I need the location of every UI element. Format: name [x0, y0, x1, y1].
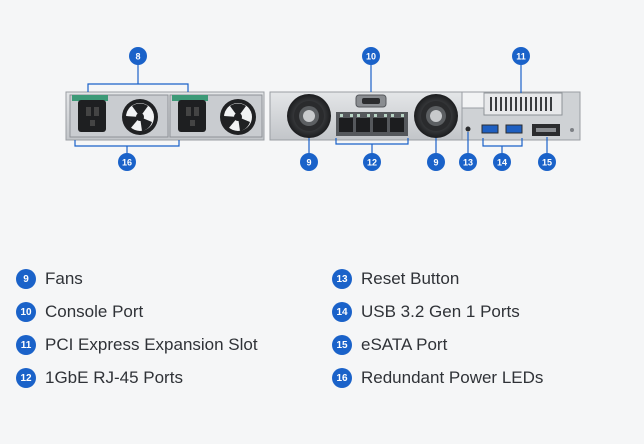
svg-text:15: 15 [542, 158, 552, 168]
legend-label: 1GbE RJ-45 Ports [45, 368, 183, 387]
callout-badge-10: 10 [362, 47, 380, 65]
svg-text:16: 16 [122, 158, 132, 168]
fan-icon [414, 94, 458, 138]
power-socket-icon [178, 100, 206, 132]
power-supply-bay [65, 91, 265, 141]
svg-text:9: 9 [433, 158, 438, 168]
power-supply-1 [69, 94, 169, 138]
svg-text:13: 13 [463, 158, 473, 168]
rj45-port-icon [373, 118, 387, 132]
legend-item-usb-ports: 14 USB 3.2 Gen 1 Ports [332, 301, 520, 323]
power-socket-icon [78, 100, 106, 132]
usb-port-icon [505, 124, 523, 134]
callout-badge-14: 14 [493, 153, 511, 171]
legend-badge: 16 [332, 368, 352, 388]
legend-label: Redundant Power LEDs [361, 368, 544, 387]
legend-label: eSATA Port [361, 335, 448, 354]
svg-text:10: 10 [366, 52, 376, 62]
rj45-port-group [336, 112, 408, 136]
callout-badge-12: 12 [363, 153, 381, 171]
svg-text:9: 9 [306, 158, 311, 168]
usb-port-icon [481, 124, 499, 134]
legend-label: Console Port [45, 302, 144, 321]
svg-text:14: 14 [497, 158, 507, 168]
legend-item-rj45-ports: 12 1GbE RJ-45 Ports [16, 367, 183, 389]
callout-badge-11: 11 [512, 47, 530, 65]
legend-badge: 11 [16, 335, 36, 355]
svg-text:12: 12 [367, 158, 377, 168]
reset-button-icon [465, 126, 471, 132]
rj45-port-icon [339, 118, 353, 132]
legend-badge: 15 [332, 335, 352, 355]
legend-badge: 10 [16, 302, 36, 322]
nas-rear-panel-diagram: 8 10 11 9 12 9 13 14 15 16 [65, 47, 581, 171]
svg-text:8: 8 [135, 52, 140, 62]
callout-badge-9-left: 9 [300, 153, 318, 171]
legend-label: Fans [45, 269, 83, 288]
legend-item-console-port: 10 Console Port [16, 301, 143, 323]
legend-label: PCI Express Expansion Slot [45, 335, 258, 354]
rj45-port-icon [356, 118, 370, 132]
main-chassis [269, 91, 581, 141]
legend-badge: 14 [332, 302, 352, 322]
svg-text:11: 11 [516, 52, 526, 62]
power-led [72, 95, 108, 101]
legend-badge: 9 [16, 269, 36, 289]
component-legend: 9 Fans 10 Console Port 11 PCI Express Ex… [16, 268, 636, 398]
vga-console-icon [355, 94, 387, 108]
fan-icon [122, 99, 158, 135]
callout-lines [74, 64, 548, 154]
legend-item-pcie-slot: 11 PCI Express Expansion Slot [16, 334, 258, 356]
callout-badge-9-right: 9 [427, 153, 445, 171]
legend-item-power-leds: 16 Redundant Power LEDs [332, 367, 543, 389]
power-led [172, 95, 208, 101]
power-supply-2 [169, 94, 263, 138]
legend-item-reset-button: 13 Reset Button [332, 268, 459, 290]
callout-badge-13: 13 [459, 153, 477, 171]
fan-icon [287, 94, 331, 138]
legend-item-esata-port: 15 eSATA Port [332, 334, 447, 356]
callout-badge-16: 16 [118, 153, 136, 171]
legend-label: Reset Button [361, 269, 460, 288]
legend-item-fans: 9 Fans [16, 268, 83, 290]
callout-badge-8: 8 [129, 47, 147, 65]
fan-icon [220, 99, 256, 135]
legend-badge: 12 [16, 368, 36, 388]
legend-badge: 13 [332, 269, 352, 289]
rj45-port-icon [390, 118, 404, 132]
callout-badge-15: 15 [538, 153, 556, 171]
esata-port-icon [532, 124, 560, 136]
legend-label: USB 3.2 Gen 1 Ports [361, 302, 520, 321]
